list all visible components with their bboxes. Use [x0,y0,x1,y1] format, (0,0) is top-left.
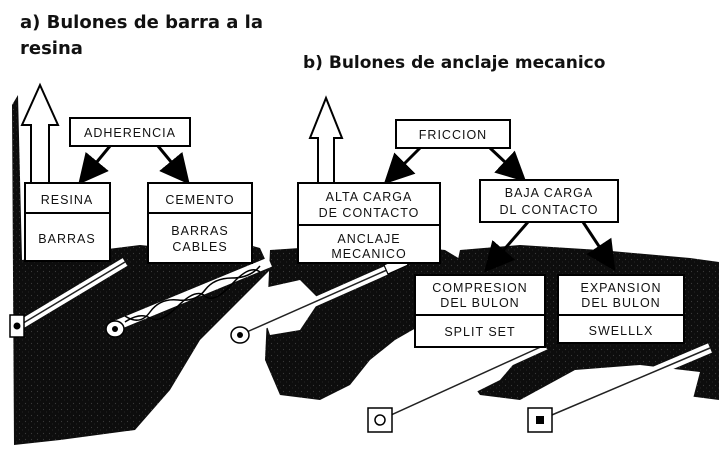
box-cemento: CEMENTO BARRAS CABLES [147,182,253,264]
bolt-swellex [527,343,712,433]
box-adherencia: ADHERENCIA [69,117,191,147]
box-alta-carga: ALTA CARGA DE CONTACTO ANCLAJE MECANICO [297,182,441,264]
swellex-label: SWELLLX [589,324,654,338]
bolt-cable [105,257,272,338]
up-arrow-resin [20,82,60,186]
box-baja-carga: BAJA CARGA DL CONTACTO [479,179,619,223]
heading-resin-bolts: a) Bulones de barra a la resina [20,12,263,59]
alta-carga-line1: ALTA CARGA [326,190,413,204]
barras-cables-line2: CABLES [172,240,227,254]
rock-mass-left [12,95,270,445]
baja-carga-line2: DL CONTACTO [500,203,599,217]
box-expansion: EXPANSION DEL BULON SWELLLX [557,274,685,344]
bolt-resin [9,258,128,338]
compresion-line1: COMPRESION [432,281,527,295]
adherencia-label: ADHERENCIA [84,126,176,140]
box-resina-barras: RESINA BARRAS [24,182,111,262]
heading-mechanical-bolts: b) Bulones de anclaje mecanico [303,53,606,73]
split-set-label: SPLIT SET [444,325,515,339]
cemento-label: CEMENTO [165,193,234,207]
expansion-line2: DEL BULON [581,296,660,310]
anclaje-line2: MECANICO [331,247,406,261]
up-arrow-mechanical [308,95,344,186]
alta-carga-line2: DE CONTACTO [319,206,420,220]
box-compresion: COMPRESION DEL BULON SPLIT SET [414,274,546,348]
compresion-line2: DEL BULON [440,296,519,310]
expansion-line1: EXPANSION [580,281,661,295]
friccion-label: FRICCION [419,128,487,142]
bolt-split-set [367,340,548,433]
anclaje-line1: ANCLAJE [337,232,400,246]
barras-cables-line1: BARRAS [171,224,228,238]
baja-carga-line1: BAJA CARGA [505,186,594,200]
box-friccion: FRICCION [395,119,511,149]
resina-label: RESINA [41,193,94,207]
connector-arrows [78,145,616,273]
barras-label: BARRAS [38,232,95,246]
